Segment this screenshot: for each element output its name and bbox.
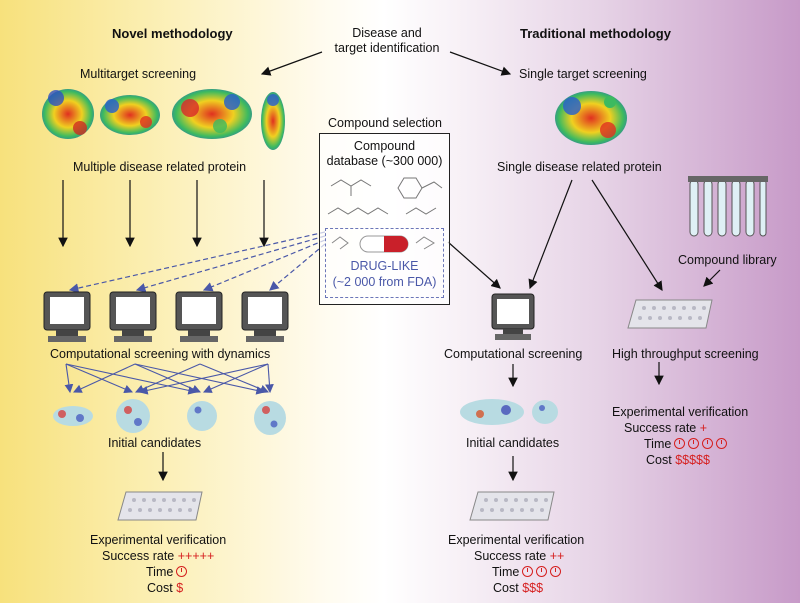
computer-monitor-icon	[175, 291, 223, 342]
computer-monitor-icon	[491, 293, 535, 340]
single-protein-label: Single disease related protein	[497, 160, 662, 174]
computational-screening-label: Computational screening	[444, 347, 583, 361]
success-rate-right: Success rate +	[624, 421, 708, 435]
molecule-icon	[53, 406, 93, 426]
clock-icon	[522, 566, 534, 577]
well-plate-icon	[117, 491, 203, 521]
clock-icon	[550, 566, 562, 577]
protein-surface-icon	[172, 89, 252, 139]
cost-value: $$$$$	[675, 453, 710, 467]
experimental-verification-left-label: Experimental verification	[90, 533, 227, 547]
cost-right: Cost $$$$$	[646, 453, 710, 467]
computer-monitor-icon	[43, 291, 91, 342]
success-rate-left: Success rate +++++	[102, 549, 215, 563]
clock-icon	[716, 438, 728, 449]
multiple-protein-label: Multiple disease related protein	[73, 160, 247, 174]
protein-surface-icon	[555, 91, 627, 145]
hts-label: High throughput screening	[612, 347, 759, 361]
molecule-icon	[532, 400, 558, 424]
cost-value: $	[176, 581, 184, 595]
success-rate-value: +	[699, 421, 708, 435]
well-plate-icon	[627, 299, 713, 329]
time-right: Time	[644, 437, 728, 452]
molecule-icon	[187, 401, 217, 431]
novel-methodology-title: Novel methodology	[112, 26, 233, 41]
molecule-icon	[254, 401, 286, 435]
cost-mid: Cost $$$	[493, 581, 544, 595]
time-left: Time	[146, 565, 188, 580]
protein-surface-icon	[261, 92, 285, 150]
experimental-verification-right-label: Experimental verification	[612, 405, 749, 419]
initial-candidates-mid-label: Initial candidates	[466, 436, 560, 450]
time-mid: Time	[492, 565, 562, 580]
fda-count-label: (~2 000 from FDA)	[332, 275, 437, 289]
molecule-icon	[460, 399, 524, 425]
multitarget-screening-label: Multitarget screening	[80, 67, 197, 81]
cost-value: $$$	[522, 581, 544, 595]
clock-icon	[702, 438, 714, 449]
test-tube-icon	[688, 176, 768, 237]
time-clocks	[173, 565, 188, 579]
experimental-verification-mid-label: Experimental verification	[448, 533, 585, 547]
molecule-icon	[116, 399, 150, 433]
computer-monitor-icon	[241, 291, 289, 342]
computational-screening-dynamics-label: Computational screening with dynamics	[50, 347, 271, 361]
well-plate-icon	[469, 491, 555, 521]
protein-surface-icon	[100, 95, 160, 135]
compound-selection-label: Compound selection	[328, 116, 442, 130]
success-rate-value: ++	[549, 549, 565, 563]
clock-icon	[176, 566, 188, 577]
traditional-methodology-title: Traditional methodology	[520, 26, 671, 41]
compound-library-label: Compound library	[678, 253, 777, 267]
cost-left: Cost $	[147, 581, 184, 595]
clock-icon	[536, 566, 548, 577]
drug-like-label: DRUG-LIKE	[350, 259, 419, 273]
success-rate-mid: Success rate ++	[474, 549, 565, 563]
chemical-structures-icon	[327, 177, 443, 215]
computer-monitor-icon	[109, 291, 157, 342]
clock-icon	[688, 438, 700, 449]
protein-surface-icon	[42, 89, 94, 139]
db-label-line2: database (~300 000)	[326, 154, 443, 168]
db-label-line1: Compound	[353, 139, 416, 153]
disease-label: Disease and	[352, 26, 422, 40]
single-target-screening-label: Single target screening	[519, 67, 647, 81]
compound-database-box: Compound database (~300 000)	[319, 133, 450, 305]
initial-candidates-left-label: Initial candidates	[108, 436, 202, 450]
clock-icon	[674, 438, 686, 449]
time-clocks	[519, 565, 562, 579]
success-rate-value: +++++	[177, 549, 215, 563]
target-identification-label: target identification	[334, 41, 440, 55]
capsule-icon	[331, 235, 435, 253]
drug-like-box: DRUG-LIKE (~2 000 from FDA)	[325, 228, 444, 298]
time-clocks	[671, 437, 728, 451]
